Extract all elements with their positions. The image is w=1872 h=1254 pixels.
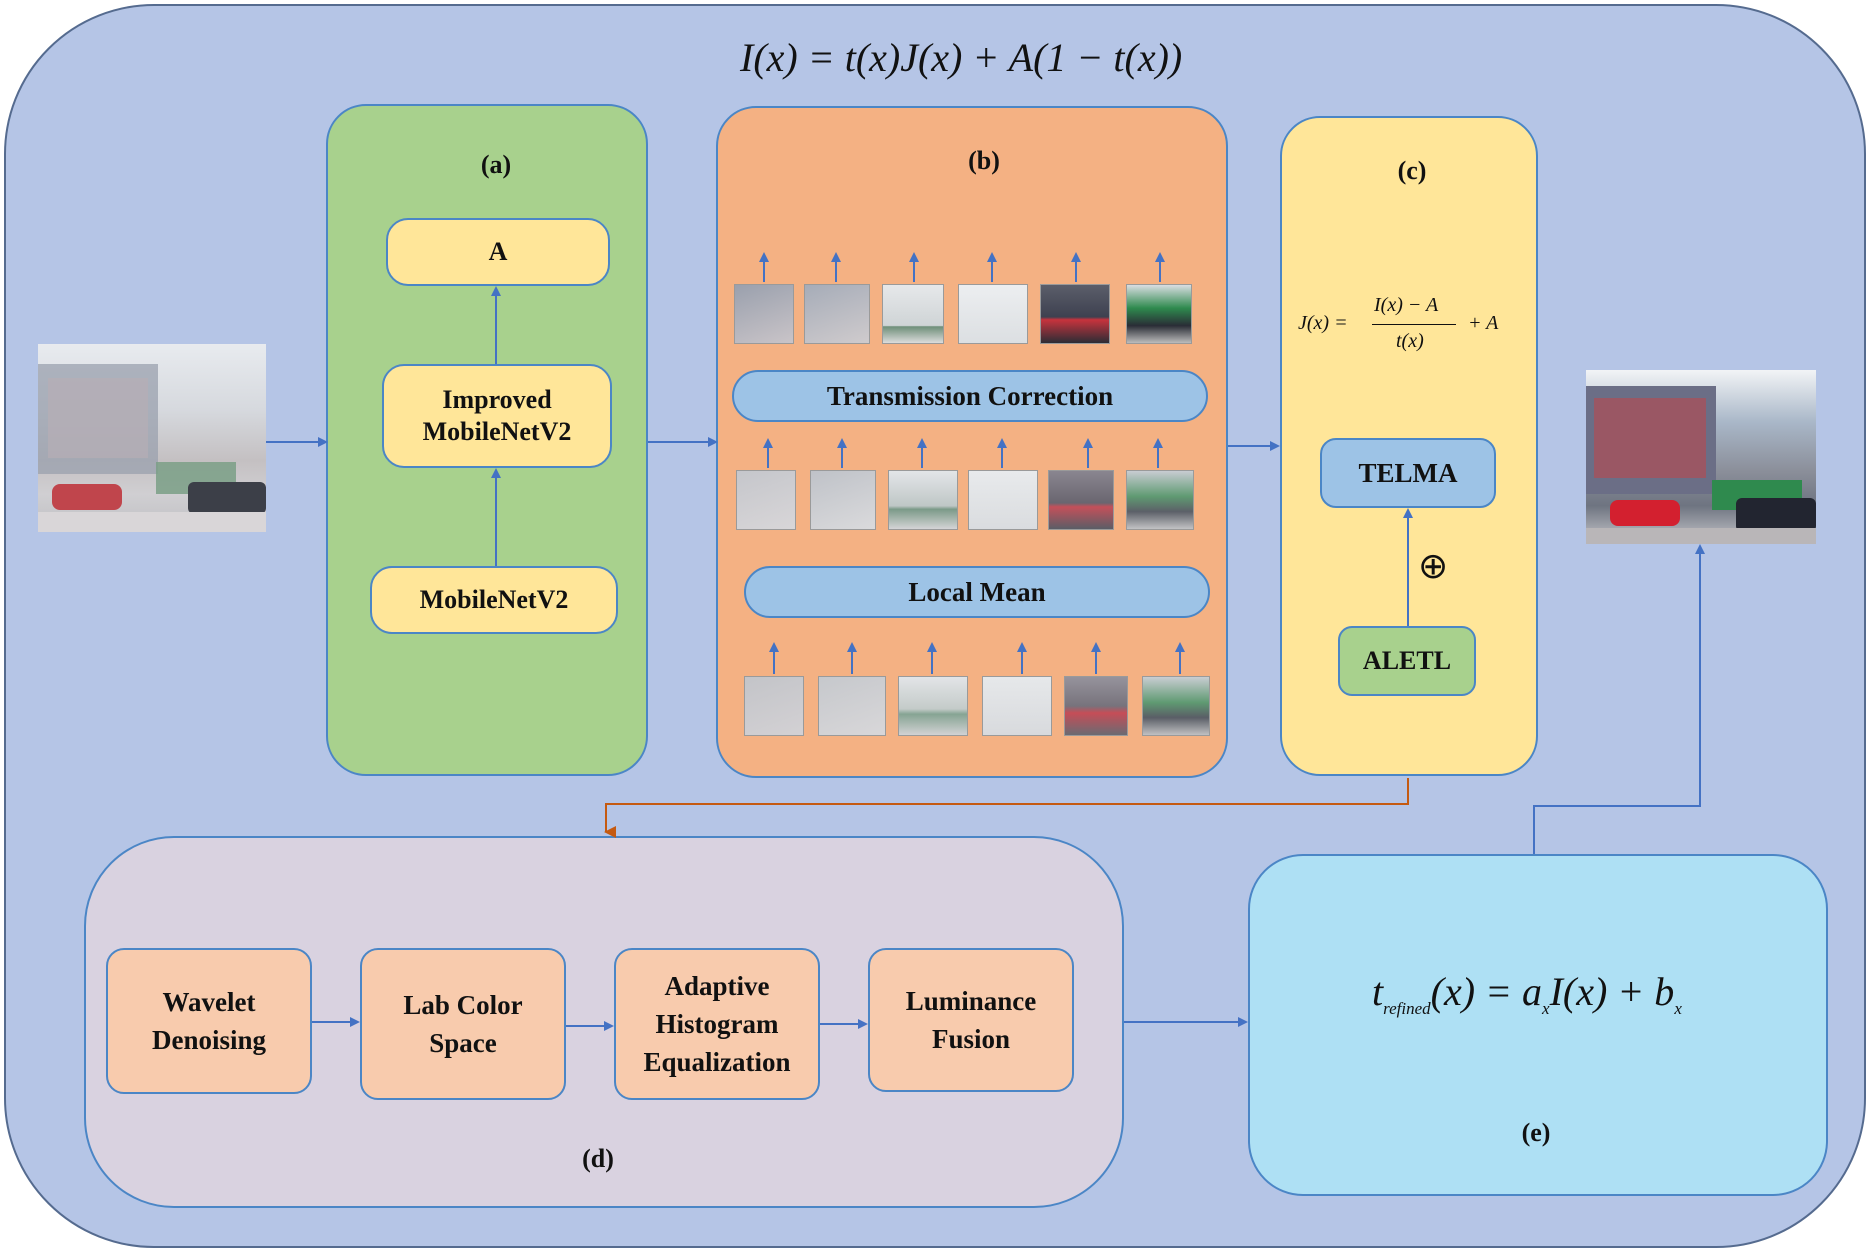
thumbnail — [736, 470, 796, 530]
arrow-e-to-output — [1533, 544, 1705, 854]
panel-b — [716, 106, 1228, 778]
panel-b-label: (b) — [968, 146, 1000, 175]
thumbnail — [1142, 676, 1210, 736]
dehazing-formula: J(x) = I(x) − A t(x) + A — [1294, 292, 1524, 362]
formula-subscript-refined: refined — [1383, 999, 1431, 1018]
thumbnail — [818, 676, 886, 736]
aletl-box: ALETL — [1338, 626, 1476, 696]
dehazing-formula-denominator: t(x) — [1396, 330, 1424, 352]
dehazing-formula-numerator: I(x) − A — [1374, 294, 1439, 316]
improved-mobilenetv2-box: Improved MobileNetV2 — [382, 364, 612, 468]
fraction-bar — [1372, 324, 1456, 325]
thumbnail — [734, 284, 794, 344]
thumbnail — [1040, 284, 1110, 344]
step-line: Lab Color — [403, 990, 523, 1020]
refined-transmission-formula: trefined(x) = axI(x) + bx — [1372, 968, 1682, 1019]
formula-subscript-x: x — [1542, 999, 1550, 1018]
scattering-model-formula: I(x) = t(x)J(x) + A(1 − t(x)) — [740, 35, 1183, 80]
dehazing-formula-rhs: + A — [1468, 312, 1499, 334]
step-line: Fusion — [931, 1024, 1011, 1054]
step-line: Luminance — [905, 986, 1037, 1016]
thumbnail — [810, 470, 876, 530]
improved-mobilenetv2-line2: MobileNetV2 — [422, 417, 572, 446]
improved-mobilenetv2-line1: Improved — [442, 385, 552, 414]
thumbnail — [1126, 470, 1194, 530]
thumbnail — [968, 470, 1038, 530]
thumbnail — [982, 676, 1052, 736]
step-line: Equalization — [643, 1047, 791, 1077]
step-line: Histogram — [655, 1009, 779, 1039]
thumbnail — [888, 470, 958, 530]
step-line: Adaptive — [664, 971, 770, 1001]
formula-part: I(x) + b — [1549, 969, 1675, 1014]
output-dehazed-image — [1586, 370, 1816, 544]
adaptive-histogram-equalization-box: Adaptive Histogram Equalization — [614, 948, 820, 1100]
local-mean-bar: Local Mean — [744, 566, 1210, 618]
step-line: Wavelet — [162, 987, 256, 1017]
formula-t: t — [1372, 969, 1384, 1014]
dehazing-formula-lhs: J(x) = — [1298, 312, 1348, 334]
thumbnail — [1064, 676, 1128, 736]
arrow-c-to-d — [604, 778, 1409, 838]
thumbnail — [1126, 284, 1192, 344]
thumbnail — [804, 284, 870, 344]
panel-c-label: (c) — [1397, 156, 1427, 185]
input-hazy-image — [38, 344, 266, 532]
panel-e — [1248, 854, 1828, 1196]
luminance-fusion-box: Luminance Fusion — [868, 948, 1074, 1092]
telma-box: TELMA — [1320, 438, 1496, 508]
panel-d-label: (d) — [582, 1144, 614, 1173]
thumbnail — [898, 676, 968, 736]
plus-operator-icon: ⊕ — [1418, 546, 1449, 587]
thumbnail — [882, 284, 944, 344]
wavelet-denoising-box: Wavelet Denoising — [106, 948, 312, 1094]
thumbnail — [744, 676, 804, 736]
transmission-correction-bar: Transmission Correction — [732, 370, 1208, 422]
thumbnail — [958, 284, 1028, 344]
formula-part: (x) = a — [1430, 969, 1543, 1014]
atmospheric-light-box: A — [386, 218, 610, 286]
mobilenetv2-box: MobileNetV2 — [370, 566, 618, 634]
lab-color-space-box: Lab Color Space — [360, 948, 566, 1100]
step-line: Denoising — [151, 1025, 267, 1055]
thumbnail — [1048, 470, 1114, 530]
panel-e-label: (e) — [1521, 1118, 1551, 1147]
step-line: Space — [429, 1028, 497, 1058]
panel-a-label: (a) — [480, 150, 512, 179]
formula-subscript-x: x — [1674, 999, 1682, 1018]
